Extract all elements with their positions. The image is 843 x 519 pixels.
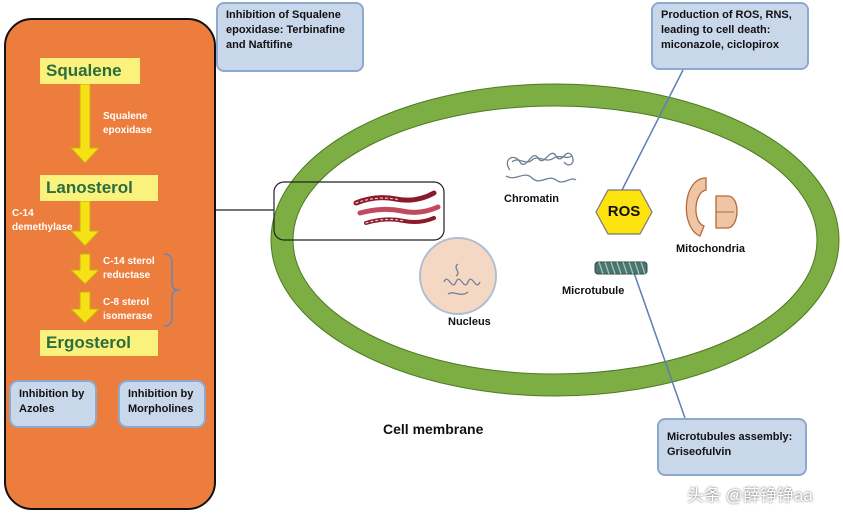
cell-membrane-label: Cell membrane [383, 421, 484, 437]
microtubule-label: Microtubule [562, 285, 625, 297]
arrow-down-icon [69, 253, 101, 285]
membrane-zoom-box [273, 181, 445, 241]
squalene-box: Squalene [40, 58, 140, 84]
arrow-down-icon [69, 291, 101, 324]
arrow-down-icon [69, 83, 101, 164]
c8-sterol-isomerase-label: C-8 sterol isomerase [103, 297, 153, 322]
enzyme-group-bracket [163, 253, 181, 327]
nucleus-label: Nucleus [448, 316, 491, 328]
arrow-down-icon [69, 200, 101, 247]
chromatin-icon [505, 152, 577, 183]
pathway-arrows [69, 83, 181, 327]
ros-label: ROS [607, 203, 641, 220]
azoles-inhibition-box: Inhibition by Azoles [9, 380, 97, 428]
c14-demethylase-label: C-14 demethylase [12, 208, 73, 233]
lanosterol-box: Lanosterol [40, 175, 158, 201]
morpholines-inhibition-box: Inhibition by Morpholines [118, 380, 206, 428]
nucleus-dna-icon [443, 263, 481, 295]
c14-sterol-reductase-label: C-14 sterol reductase [103, 256, 155, 281]
microtubule-pointer [632, 269, 686, 419]
chromatin-label: Chromatin [504, 193, 559, 205]
squalene-epoxidase-label: Squalene epoxidase [103, 111, 152, 136]
squalene-epoxidase-inhibition-callout: Inhibition of Squalene epoxidase: Terbin… [216, 2, 364, 72]
ergosterol-squiggle-icon [353, 190, 441, 225]
watermark: 头条 @薛铮铮aa [687, 486, 813, 505]
microtubule-icon [594, 261, 648, 275]
ros-production-callout: Production of ROS, RNS, leading to cell … [651, 2, 809, 70]
ros-pointer [621, 69, 684, 191]
mitochondria-label: Mitochondria [676, 243, 746, 255]
microtubule-assembly-callout: Microtubules assembly: Griseofulvin [657, 418, 807, 476]
cell-membrane-outer-edge [270, 83, 840, 397]
ros-hexagon [595, 189, 653, 235]
ergosterol-pathway-panel [4, 18, 216, 510]
mitochondria-large-icon [685, 177, 707, 237]
ergosterol-box: Ergosterol [40, 330, 158, 356]
nucleus-icon [419, 237, 497, 315]
